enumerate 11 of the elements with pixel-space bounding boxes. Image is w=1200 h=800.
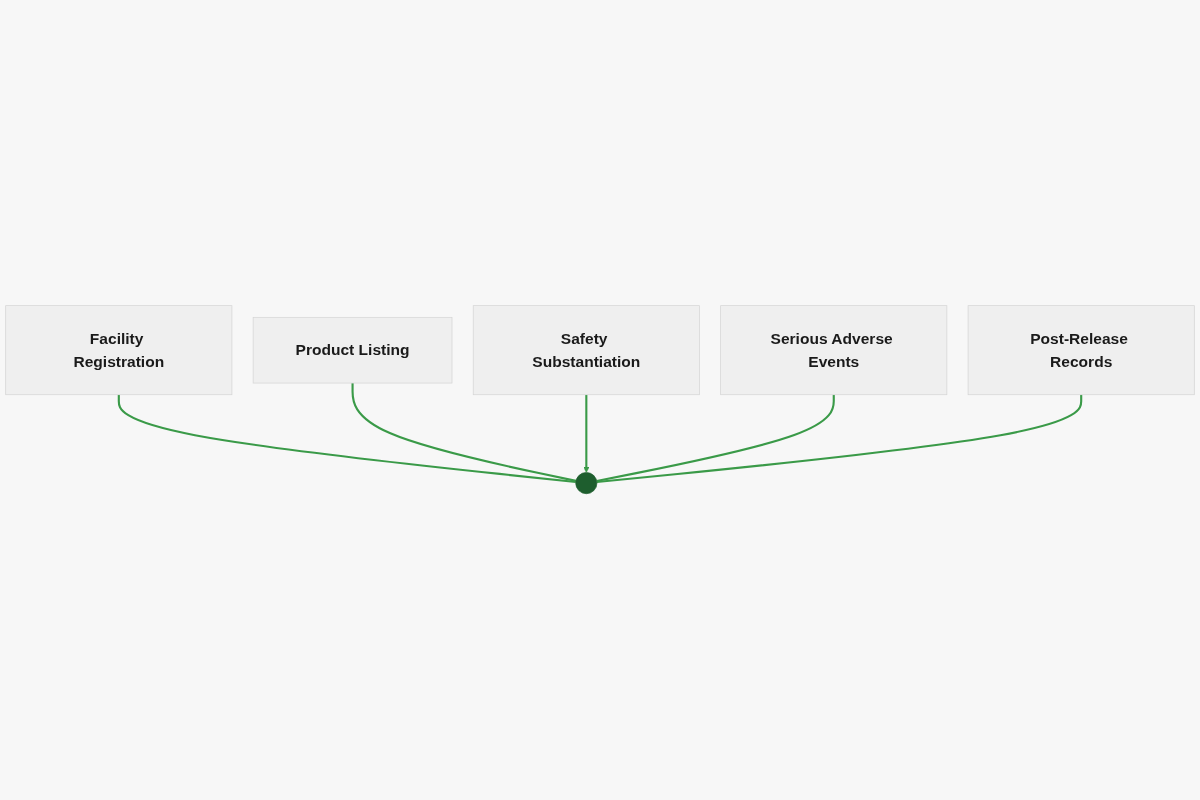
connector xyxy=(596,395,1083,484)
connector xyxy=(596,395,835,483)
connector xyxy=(117,395,576,484)
node-box: Safety Substantiation xyxy=(472,305,700,396)
node-box: Product Listing xyxy=(252,317,453,384)
connector xyxy=(351,383,577,483)
arrow xyxy=(583,395,590,474)
node-circle xyxy=(575,472,598,495)
node-box: Post-Release Records xyxy=(967,305,1195,396)
node-box: Serious Adverse Events xyxy=(720,305,948,396)
node-box: Facility Registration xyxy=(5,305,233,396)
